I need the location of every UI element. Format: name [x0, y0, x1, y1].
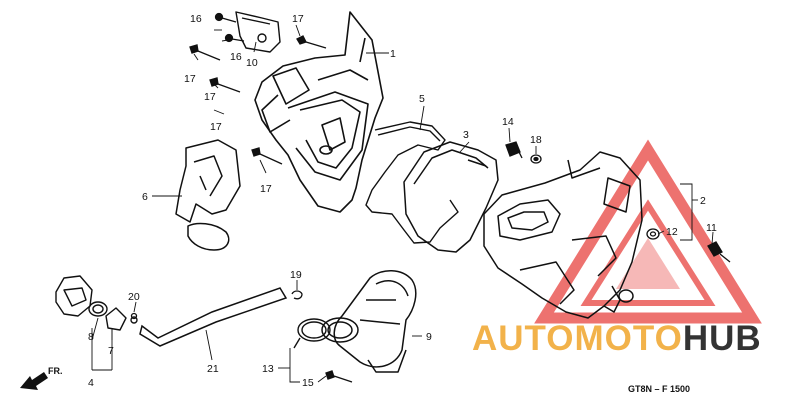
breather-hose [139, 287, 288, 347]
o-ring-20-icon [130, 312, 138, 320]
callout-2: 2 [700, 195, 706, 207]
screw-16-top-icon [214, 12, 237, 23]
callout-17-left: 17 [210, 121, 222, 133]
callout-7: 7 [108, 345, 114, 357]
callout-9: 9 [426, 331, 432, 343]
front-arrow-icon: FR. [20, 366, 63, 390]
band-clamp [293, 318, 331, 349]
washer-18-icon [530, 154, 542, 164]
callout-17-mid: 17 [204, 91, 216, 103]
callout-20: 20 [128, 291, 140, 303]
watermark-brand-part2: HUB [683, 319, 762, 358]
screw-17-left-upper-icon [189, 44, 221, 61]
leader-lines [91, 24, 714, 383]
air-cleaner-case [254, 11, 384, 213]
callout-18: 18 [530, 134, 542, 146]
callout-17-upper: 17 [184, 73, 196, 85]
callout-10: 10 [246, 57, 258, 69]
callout-1: 1 [390, 48, 396, 60]
callout-8: 8 [88, 331, 94, 343]
callout-5: 5 [419, 93, 425, 105]
callout-12: 12 [666, 226, 678, 238]
callout-labels: 1 2 3 4 5 6 7 8 9 10 11 12 13 14 15 16 1… [88, 13, 717, 389]
drain-tube [175, 139, 241, 251]
watermark-triangle-icon [534, 139, 762, 324]
callout-14: 14 [502, 116, 514, 128]
screws [130, 12, 731, 383]
callout-4: 4 [88, 377, 94, 389]
watermark-brand: AUTOMOTOHUB [472, 319, 762, 358]
bolt-14-icon [505, 141, 523, 159]
callout-11: 11 [706, 222, 717, 234]
air-cleaner-cover [483, 151, 643, 319]
screw-17-left-mid-icon [209, 77, 241, 93]
bolt-11-icon [707, 241, 731, 263]
grommet-12-icon [646, 228, 660, 240]
callout-17-top: 17 [292, 13, 304, 25]
callout-21: 21 [207, 363, 219, 375]
diagram-code: GT8N – F 1500 [628, 384, 690, 394]
watermark-brand-part1: AUTOMOTO [472, 319, 683, 358]
callout-16-mid: 16 [230, 51, 242, 63]
mounting-bracket [235, 11, 281, 53]
air-filter-element [403, 141, 499, 253]
callout-15: 15 [302, 377, 314, 389]
screw-17-left-low-icon [251, 147, 283, 165]
drain-plug-assembly [55, 275, 138, 331]
callout-13: 13 [262, 363, 274, 375]
hose-clip [291, 290, 303, 300]
callout-3: 3 [463, 129, 469, 141]
direction-label: FR. [48, 366, 63, 376]
callout-17-low: 17 [260, 183, 272, 195]
callout-19: 19 [290, 269, 302, 281]
svg-text:AUTOMOTOHUB: AUTOMOTOHUB [472, 319, 762, 358]
callout-16-top: 16 [190, 13, 202, 25]
screw-17-top-icon [296, 35, 327, 49]
screw-15-icon [325, 370, 353, 383]
connecting-tube [321, 270, 417, 373]
callout-6: 6 [142, 191, 148, 203]
